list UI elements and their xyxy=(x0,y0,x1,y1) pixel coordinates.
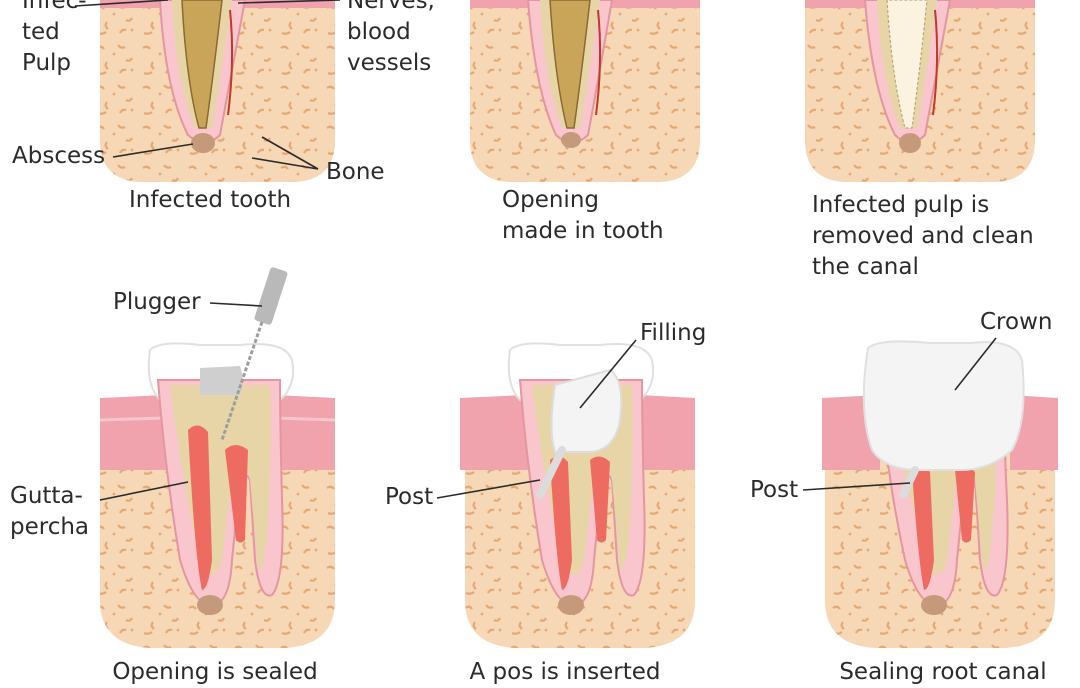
label-infected-pulp: Infec- ted Pulp xyxy=(22,0,87,76)
label-post-crown: Post xyxy=(750,477,799,503)
gutta-percha xyxy=(912,466,934,590)
label-post: Post xyxy=(385,484,434,510)
leader-post xyxy=(436,479,541,499)
abscess xyxy=(197,595,223,615)
gutta-percha xyxy=(590,456,610,543)
abscess xyxy=(921,595,947,615)
caption-infected-tooth: Infected tooth xyxy=(128,187,292,213)
plugger-shaft xyxy=(220,321,264,441)
gutta-percha xyxy=(955,466,975,543)
label-abscess: Abscess xyxy=(12,143,106,169)
gutta-percha xyxy=(225,445,248,543)
leader-abscess xyxy=(112,143,194,158)
label-nerves-blood-vessels: Nerves, blood vessels xyxy=(347,0,435,76)
leader-plugger xyxy=(209,302,263,307)
infected-pulp xyxy=(181,0,223,129)
gutta-percha xyxy=(550,456,572,590)
caption-pulp-removed: Infected pulp is removed and clean the c… xyxy=(812,192,1034,280)
leader-bone-2 xyxy=(251,157,319,170)
abscess xyxy=(558,595,584,615)
blood-vessel xyxy=(932,9,939,116)
gutta-percha xyxy=(188,425,212,590)
blood-vessel xyxy=(227,9,234,116)
caption-post-inserted: A pos is inserted xyxy=(469,659,661,685)
label-filling: Filling xyxy=(640,320,707,346)
caption-sealing-root-canal: Sealing root canal xyxy=(839,659,1047,685)
leader-infected-pulp xyxy=(74,0,169,7)
panel-opening-made xyxy=(470,0,700,182)
caption-opening-made: Opening made in tooth xyxy=(502,187,664,244)
label-crown: Crown xyxy=(980,309,1053,335)
caption-opening-sealed: Opening is sealed xyxy=(112,659,318,685)
clean-canal xyxy=(886,0,928,129)
panel-pulp-removed xyxy=(805,0,1035,182)
leader-bone-1 xyxy=(261,136,319,170)
abscess xyxy=(191,133,215,153)
blood-vessel xyxy=(595,9,602,116)
leader-nerves xyxy=(237,0,341,4)
abscess xyxy=(561,132,581,148)
leader-post xyxy=(802,482,911,491)
panel-infected-tooth xyxy=(74,0,341,182)
panel-opening-sealed xyxy=(99,267,336,648)
plugger-handle xyxy=(254,267,288,325)
leader-filling xyxy=(579,339,637,409)
abscess xyxy=(899,133,921,153)
crown xyxy=(862,340,1025,471)
panel-sealing-root-canal xyxy=(802,337,1058,648)
leader-crown xyxy=(954,337,997,391)
label-bone: Bone xyxy=(326,159,385,185)
post xyxy=(536,446,566,499)
infected-pulp xyxy=(549,0,591,129)
label-gutta-percha: Gutta- percha xyxy=(10,483,90,540)
gum-line xyxy=(99,416,336,422)
label-plugger: Plugger xyxy=(113,289,201,315)
panel-post-inserted xyxy=(436,339,695,648)
filling xyxy=(550,368,623,453)
temporary-filling xyxy=(200,366,243,395)
leader-gutta-percha xyxy=(99,481,189,501)
